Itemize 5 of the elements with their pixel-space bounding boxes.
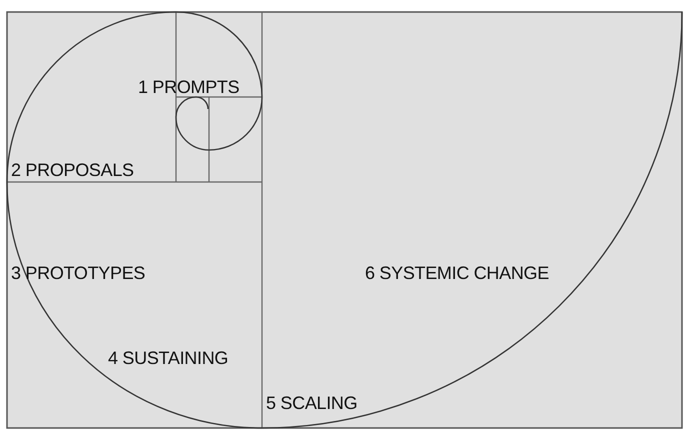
stage-label: 2 PROPOSALS bbox=[11, 160, 134, 180]
stage-label: 5 SCALING bbox=[266, 393, 358, 413]
stage-label: 3 PROTOTYPES bbox=[11, 263, 146, 283]
stage-label: 4 SUSTAINING bbox=[108, 348, 228, 368]
stage-label: 6 SYSTEMIC CHANGE bbox=[365, 263, 549, 283]
